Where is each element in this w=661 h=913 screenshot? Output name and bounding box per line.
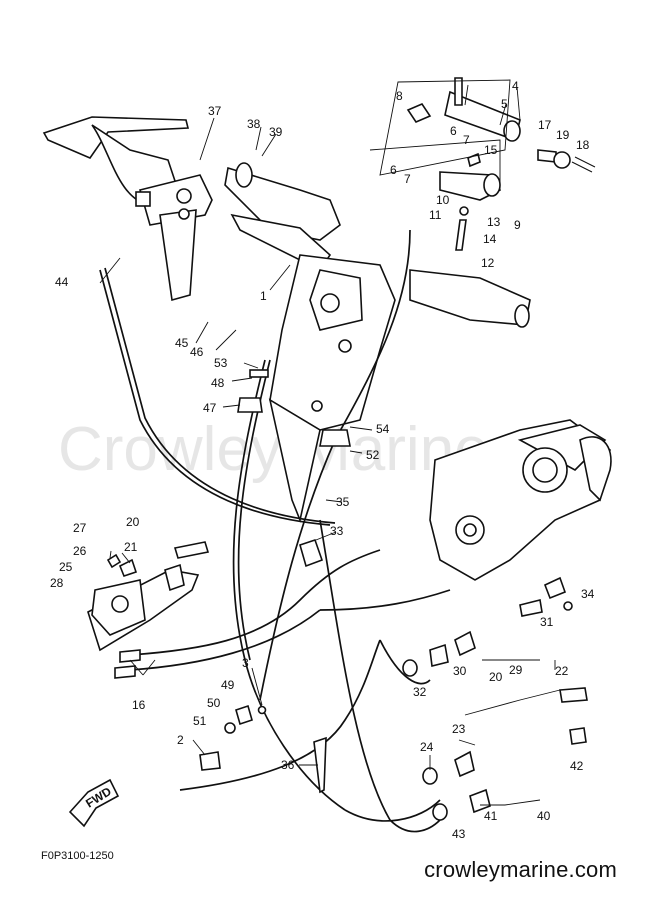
callout-12: 12 bbox=[481, 256, 495, 270]
callout-54: 54 bbox=[376, 422, 390, 436]
callout-18: 18 bbox=[576, 138, 590, 152]
callout-19: 19 bbox=[556, 128, 570, 142]
watermark: Crowley Marine bbox=[58, 415, 489, 484]
callout-22: 22 bbox=[555, 664, 569, 678]
cable-fittings bbox=[114, 369, 588, 821]
callout-27: 27 bbox=[73, 521, 87, 535]
callout-28: 28 bbox=[50, 576, 64, 590]
forward-arrow-icon: FWD bbox=[68, 778, 120, 828]
callout-4: 4 bbox=[512, 79, 519, 93]
callout-11: 11 bbox=[429, 208, 442, 222]
callout-20a: 20 bbox=[126, 515, 140, 529]
callout-30: 30 bbox=[453, 664, 467, 678]
callout-45: 45 bbox=[175, 336, 189, 350]
leader-lines bbox=[99, 79, 561, 806]
callout-25: 25 bbox=[59, 560, 73, 574]
callout-31: 31 bbox=[540, 615, 554, 629]
callout-38: 38 bbox=[247, 117, 261, 131]
handlebar-assembly bbox=[224, 162, 531, 328]
callout-47: 47 bbox=[203, 401, 217, 415]
callout-15: 15 bbox=[484, 143, 498, 157]
callout-23: 23 bbox=[452, 722, 466, 736]
callout-13: 13 bbox=[487, 215, 501, 229]
callout-53: 53 bbox=[214, 356, 228, 370]
callout-29: 29 bbox=[509, 663, 523, 677]
figure-code: F0P3100-1250 bbox=[41, 850, 114, 862]
callout-35: 35 bbox=[336, 495, 350, 509]
callout-7a: 7 bbox=[463, 133, 470, 147]
callout-48: 48 bbox=[211, 376, 225, 390]
callout-17: 17 bbox=[538, 118, 552, 132]
callout-52: 52 bbox=[366, 448, 380, 462]
callout-1: 1 bbox=[260, 289, 267, 303]
callout-49: 49 bbox=[221, 678, 235, 692]
callout-51: 51 bbox=[193, 714, 207, 728]
callout-20b: 20 bbox=[489, 670, 503, 684]
callout-37: 37 bbox=[208, 104, 222, 118]
callout-43: 43 bbox=[452, 827, 466, 841]
callout-3: 3 bbox=[242, 656, 249, 670]
callout-44: 44 bbox=[55, 275, 69, 289]
cable-runs bbox=[99, 229, 451, 833]
callout-42: 42 bbox=[570, 759, 584, 773]
callout-33: 33 bbox=[330, 524, 344, 538]
callout-41: 41 bbox=[484, 809, 498, 823]
callout-40: 40 bbox=[537, 809, 551, 823]
engine-throttle-body bbox=[429, 419, 612, 581]
throttle-lever-body bbox=[439, 152, 502, 251]
throttle-pedal-assembly bbox=[42, 116, 213, 302]
callout-32: 32 bbox=[413, 685, 427, 699]
callout-36: 36 bbox=[281, 758, 295, 772]
callout-14: 14 bbox=[483, 232, 497, 246]
callout-8: 8 bbox=[396, 89, 403, 103]
callout-39: 39 bbox=[269, 125, 283, 139]
callout-34: 34 bbox=[581, 587, 595, 601]
throttle-lever-assembly bbox=[406, 77, 596, 173]
callout-26: 26 bbox=[73, 544, 87, 558]
callout-6b: 6 bbox=[390, 163, 397, 177]
callout-2: 2 bbox=[177, 733, 184, 747]
callout-50: 50 bbox=[207, 696, 221, 710]
callout-10: 10 bbox=[436, 193, 450, 207]
callout-24: 24 bbox=[420, 740, 434, 754]
lever-bracket-assembly bbox=[87, 553, 200, 652]
callout-46: 46 bbox=[190, 345, 204, 359]
callout-9: 9 bbox=[514, 218, 521, 232]
callout-21: 21 bbox=[124, 540, 138, 554]
callout-5: 5 bbox=[501, 97, 508, 111]
callout-6a: 6 bbox=[450, 124, 457, 138]
callout-7b: 7 bbox=[404, 172, 411, 186]
site-footer-text: crowleymarine.com bbox=[424, 857, 617, 882]
callout-numbers: 1 2 3 4 5 6 7 6 7 8 9 10 11 12 13 14 15 … bbox=[41, 79, 595, 862]
callout-16: 16 bbox=[132, 698, 146, 712]
